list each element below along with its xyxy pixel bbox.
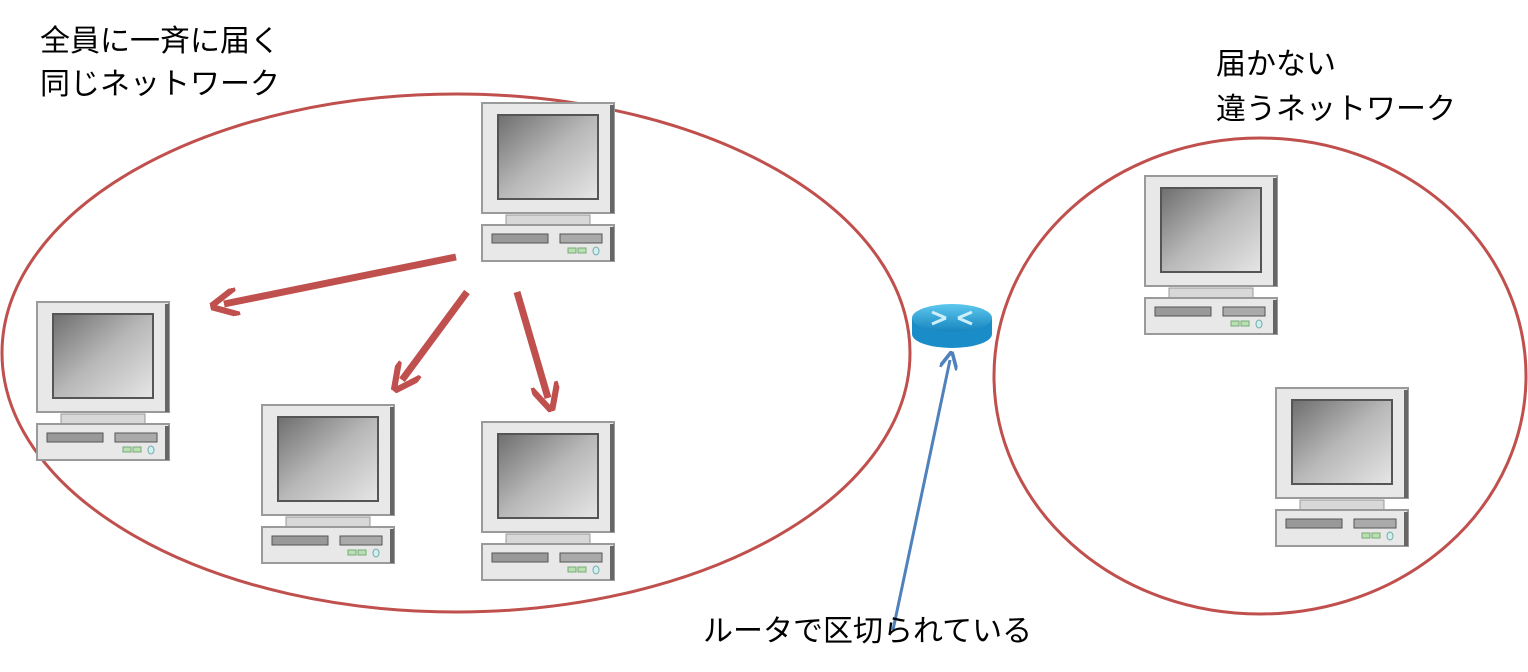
other-network-label-line1: 届かない bbox=[1216, 47, 1336, 82]
computer-icon bbox=[1144, 175, 1278, 335]
computer-icon bbox=[36, 301, 170, 461]
computer-icon bbox=[261, 404, 395, 564]
broadcast-arrow bbox=[402, 289, 470, 380]
computer-icon bbox=[481, 421, 615, 581]
computer-icon bbox=[1275, 387, 1409, 547]
same-network-boundary bbox=[0, 92, 912, 614]
same-network-label-line2: 同じネットワーク bbox=[40, 67, 280, 102]
other-network-boundary bbox=[992, 136, 1528, 616]
router-pointer-arrow bbox=[891, 360, 950, 631]
broadcast-arrow bbox=[513, 291, 548, 398]
same-network-label-line1: 全員に一斉に届く bbox=[40, 24, 280, 59]
router-caption: ルータで区切られている bbox=[703, 614, 1033, 649]
broadcast-arrow bbox=[224, 253, 457, 304]
router-icon bbox=[912, 304, 992, 348]
other-network-label-line2: 違うネットワーク bbox=[1216, 92, 1456, 127]
computer-icon bbox=[481, 102, 615, 262]
